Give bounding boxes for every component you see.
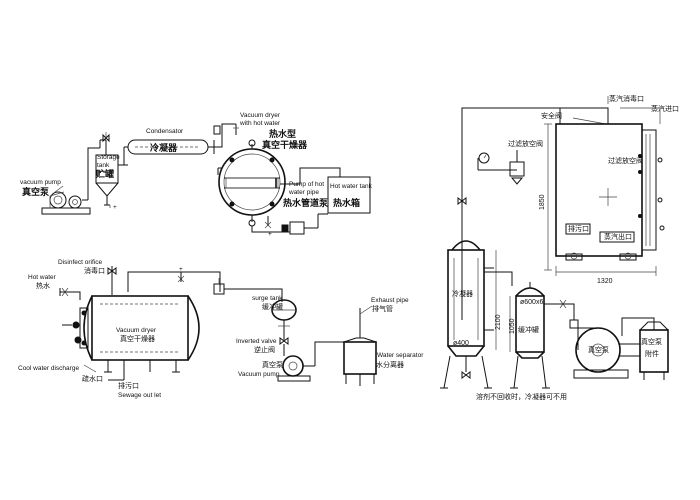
accessory-label-2: 附件 (645, 349, 659, 358)
vacuum-pump-2 (277, 355, 315, 382)
hot-water-pump (289, 221, 305, 235)
filter-vent-valve: 过滤放空阀 (477, 139, 543, 185)
inverted-zh-label: 逆止阀 (254, 345, 275, 354)
main-line-valve-icon (457, 197, 467, 205)
filter-valve-label: 过滤放空阀 (508, 139, 543, 148)
condensator-zh-label: 冷凝器 (150, 142, 178, 154)
valve-mark-2: + (268, 231, 272, 238)
pump-en-label-2: water pipe (288, 189, 319, 196)
bl-dryer-en-label: Vacuum dryer (116, 327, 157, 334)
right-system: 安全阀 蒸汽消毒口 蒸汽进口 过滤放空阀 (440, 94, 679, 401)
dryer-en-label-1: Vacuum dryer (240, 112, 281, 119)
hot-water-tank (327, 176, 371, 214)
dim-400-label: ø400 (453, 340, 469, 347)
storage-tank-en-label-2: tank (97, 162, 110, 169)
filter-2-icon (213, 283, 225, 295)
hot-water-dryer (217, 139, 286, 227)
dim-1320-label: 1320 (597, 278, 613, 285)
hot-water-en-label: Hot water (28, 274, 57, 281)
disinfect-zh-label: 消毒口 (84, 266, 105, 275)
valve-icon (102, 133, 110, 143)
surge-en-label: surge tank (252, 295, 283, 302)
hot-water-zh-label: 热水 (36, 281, 50, 290)
storage-tank-zh-label: 贮罐 (95, 168, 114, 180)
tall-condenser (440, 240, 494, 389)
mid-vac-pump-zh-label: 真空泵 (262, 360, 283, 369)
valve-mark-1: + (113, 204, 117, 211)
condenser-label: 冷凝器 (452, 289, 473, 298)
top-left-system: vacuum pump 真空泵 Storage tank 贮罐 + (20, 112, 373, 238)
dryer-zh-label-1: 热水型 (269, 128, 296, 140)
valve-mark-3: + (179, 266, 183, 273)
storage-tank (95, 154, 128, 208)
sewage-zh-label: 排污口 (118, 381, 139, 390)
exhaust-zh-label: 排气管 (372, 304, 393, 313)
vacuum-pump-accessory (621, 317, 669, 380)
dim-1850-label: 1850 (539, 194, 546, 210)
dim-1050-label: 1050 (509, 318, 516, 334)
square-vacuum-dryer (555, 123, 665, 261)
water-separator (343, 337, 377, 386)
inverted-valve-icon (279, 337, 289, 345)
inverted-en-label: Inverted valve (236, 338, 277, 345)
bottom-middle-system: surge tank 缓冲罐 Inverted valve 逆止阀 真空泵 Va… (236, 288, 424, 386)
safety-valve-label: 安全阀 (541, 111, 562, 120)
accessory-label-1: 真空泵 (641, 337, 662, 346)
dim-600-label: ø600x6 (520, 299, 543, 306)
pump-en-label-1: Pump of hot (289, 181, 324, 188)
horizontal-vacuum-dryer (62, 295, 200, 381)
vacuum-pump-zh-label: 真空泵 (22, 186, 50, 198)
storage-tank-en-label-1: Storage (97, 154, 120, 161)
bl-dryer-zh-label: 真空干燥器 (120, 334, 155, 343)
dryer-zh-label-2: 真空干燥器 (262, 139, 308, 151)
drain-valve-icon (264, 221, 272, 229)
condenser-drain-valve-icon (461, 371, 471, 379)
right-vacuum-pump (569, 319, 640, 379)
steam-muffler-label: 蒸汽消毒口 (609, 94, 644, 103)
footnote: 溶剂不回收时，冷凝器可不用 (476, 392, 567, 401)
separator-en-label: Water separator (377, 352, 424, 359)
condensator-en-label: Condensator (146, 128, 184, 135)
bottom-left-system: Disinfect orifice 消毒口 Hot water 热水 + (18, 259, 236, 399)
drain-label: 排污口 (568, 224, 589, 233)
right-surge-tank-label: 缓冲罐 (518, 325, 539, 334)
dryer-en-label-2: with hot water (239, 120, 281, 127)
cool-water-en-label: Cool water discharge (18, 365, 79, 372)
filter-vent-label: 过滤放空阀 (608, 156, 643, 165)
hw-tank-en-label: Hot water tank (330, 183, 373, 190)
pump-zh-label: 热水管道泵 (283, 197, 329, 209)
dim-2100-label: 2100 (495, 314, 502, 330)
vacuum-pump-1 (41, 150, 91, 215)
separator-zh-label: 水分离器 (376, 360, 404, 369)
surge-tank (271, 299, 297, 340)
right-vac-pump-label: 真空泵 (588, 345, 609, 354)
mid-vac-pump-en-label: Vacuum pump (238, 371, 280, 378)
hw-tank-zh-label: 热水箱 (333, 197, 360, 209)
steam-inlet-label: 蒸汽进口 (651, 104, 679, 113)
exhaust-en-label: Exhaust pipe (371, 297, 409, 304)
right-surge-tank (510, 282, 550, 389)
disinfect-en-label: Disinfect orifice (58, 259, 102, 266)
disinfect-valve-icon (107, 267, 117, 275)
cool-water-zh-label: 疏水口 (82, 374, 103, 383)
pump-inlet-valve-icon (559, 299, 567, 309)
gauge-icon (478, 152, 490, 164)
steam-outlet-label: 蒸汽出口 (604, 232, 632, 241)
sewage-en-label: Sewage out let (118, 392, 161, 399)
filter-icon (213, 125, 221, 135)
vacuum-pump-en-label: vacuum pump (20, 179, 61, 186)
